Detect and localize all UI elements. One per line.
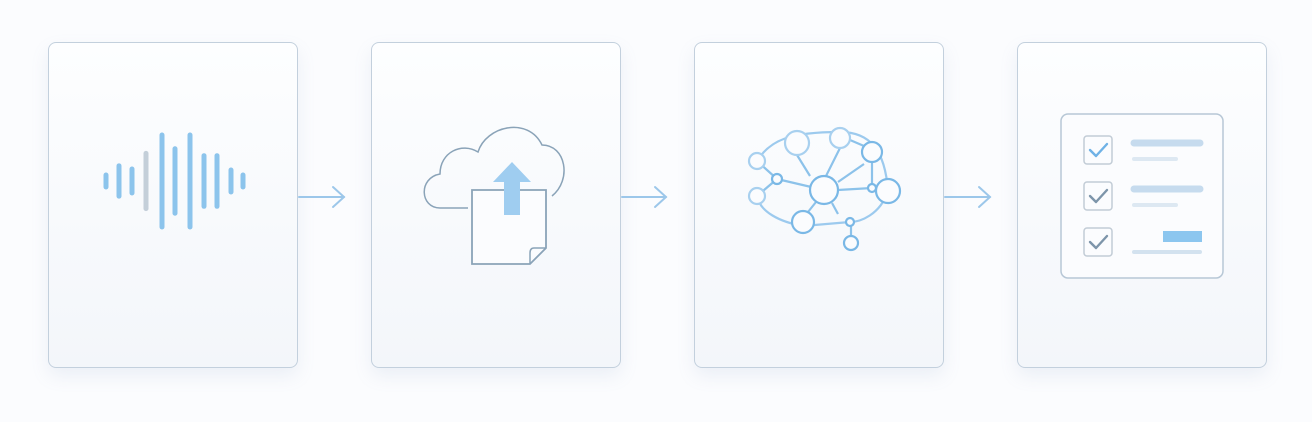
check-icon bbox=[1088, 142, 1109, 158]
checkbox bbox=[1083, 227, 1113, 257]
checkbox bbox=[1083, 181, 1113, 211]
step-card-ai bbox=[694, 42, 944, 368]
check-icon bbox=[1088, 188, 1109, 204]
neural-network-brain-icon bbox=[747, 126, 902, 252]
arrow-right-icon bbox=[944, 186, 992, 208]
arrow-right-icon bbox=[298, 186, 346, 208]
checklist-icon bbox=[1060, 113, 1224, 279]
audio-waveform-icon bbox=[103, 132, 246, 230]
highlight-bar bbox=[1163, 231, 1202, 242]
check-icon bbox=[1088, 234, 1109, 250]
document-icon bbox=[471, 189, 547, 265]
checkbox bbox=[1083, 135, 1113, 165]
upload-arrow-icon bbox=[493, 162, 531, 215]
arrow-right-icon bbox=[621, 186, 668, 208]
cloud-upload-document-icon bbox=[423, 126, 565, 265]
